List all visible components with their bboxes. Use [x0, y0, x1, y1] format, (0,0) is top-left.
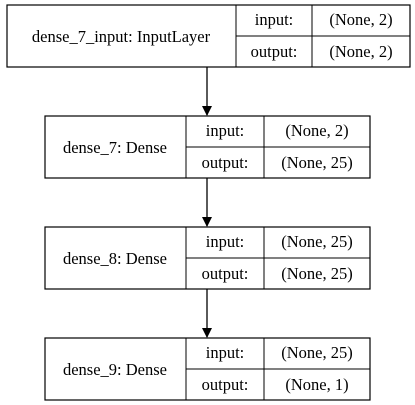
output-label: output: — [251, 42, 298, 61]
layer-name: dense_9: Dense — [63, 360, 167, 379]
input-label: input: — [206, 121, 245, 140]
output-shape: (None, 25) — [281, 264, 352, 283]
node-dense-9: dense_9: Dense input: (None, 25) output:… — [44, 337, 371, 401]
output-label: output: — [202, 375, 249, 394]
input-label: input: — [206, 232, 245, 251]
layer-name: dense_8: Dense — [63, 249, 167, 268]
input-label: input: — [255, 10, 294, 29]
node-dense-7-input: dense_7_input: InputLayer input: (None, … — [6, 4, 411, 68]
input-shape: (None, 2) — [285, 121, 348, 140]
output-shape: (None, 1) — [285, 375, 348, 394]
output-label: output: — [202, 264, 249, 283]
input-shape: (None, 25) — [281, 232, 352, 251]
layer-name: dense_7: Dense — [63, 138, 167, 157]
output-shape: (None, 2) — [329, 42, 392, 61]
output-shape: (None, 25) — [281, 153, 352, 172]
layer-name: dense_7_input: InputLayer — [32, 27, 211, 46]
input-label: input: — [206, 343, 245, 362]
input-shape: (None, 25) — [281, 343, 352, 362]
node-dense-7: dense_7: Dense input: (None, 2) output: … — [44, 115, 371, 179]
input-shape: (None, 2) — [329, 10, 392, 29]
node-dense-8: dense_8: Dense input: (None, 25) output:… — [44, 226, 371, 290]
output-label: output: — [202, 153, 249, 172]
